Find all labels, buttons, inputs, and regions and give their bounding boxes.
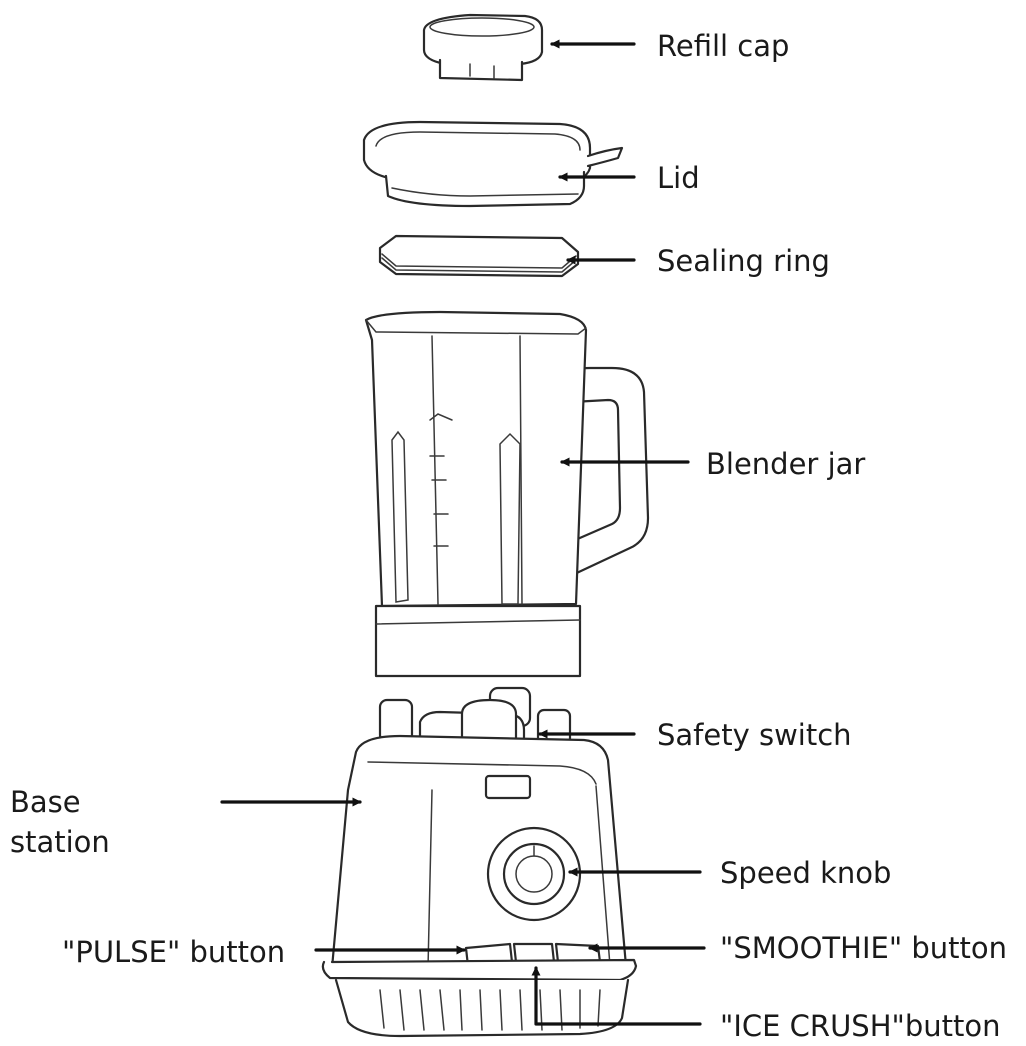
label-blender-jar: Blender jar xyxy=(706,447,866,481)
lid-drawing xyxy=(362,120,624,208)
leader-arrows xyxy=(220,39,706,1026)
label-pulse-button: "PULSE" button xyxy=(62,935,286,969)
label-smoothie-button: "SMOOTHIE" button xyxy=(720,931,1008,965)
label-base-station-line1: Base xyxy=(10,785,81,819)
blender-jar-drawing xyxy=(364,310,650,678)
refill-cap-drawing xyxy=(422,13,544,82)
label-sealing-ring: Sealing ring xyxy=(657,244,830,278)
label-refill-cap: Refill cap xyxy=(657,29,790,63)
label-ice-crush-button: "ICE CRUSH"button xyxy=(720,1009,1001,1043)
label-lid: Lid xyxy=(657,161,700,195)
label-base-station: Base station xyxy=(10,782,110,862)
sealing-ring-drawing xyxy=(378,234,580,278)
base-station-drawing xyxy=(321,686,638,1038)
arrow-ice-crush-button xyxy=(531,966,702,1026)
label-speed-knob: Speed knob xyxy=(720,856,892,890)
label-base-station-line2: station xyxy=(10,825,110,860)
label-safety-switch: Safety switch xyxy=(657,718,852,752)
